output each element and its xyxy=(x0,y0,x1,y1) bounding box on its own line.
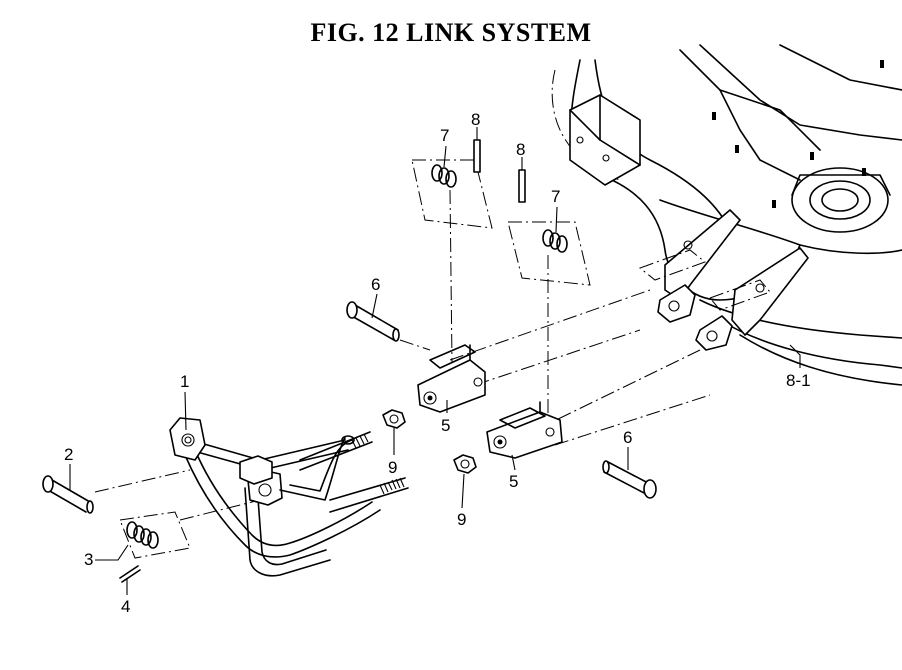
clevis-pin-upper xyxy=(346,301,400,342)
link-bracket-upper xyxy=(417,344,486,413)
callout-8-upper: 8 xyxy=(471,110,481,129)
callout-6-lower: 6 xyxy=(623,428,633,447)
callout-6-upper: 6 xyxy=(371,275,381,294)
callout-9-lower: 9 xyxy=(457,510,467,529)
roll-pin-upper xyxy=(473,139,481,173)
cotter-pin xyxy=(119,565,141,583)
roll-pin-lower xyxy=(518,169,526,203)
callout-3: 3 xyxy=(84,550,94,569)
spring-lower xyxy=(507,221,591,286)
callout-5-upper: 5 xyxy=(441,416,451,435)
callout-7-lower: 7 xyxy=(551,187,561,206)
assembly-centerlines xyxy=(94,189,711,521)
nut-upper xyxy=(382,409,406,429)
callout-8-lower: 8 xyxy=(516,140,526,159)
callout-1: 1 xyxy=(180,372,190,391)
callout-4: 4 xyxy=(121,597,131,616)
spring-left xyxy=(119,511,191,559)
callout-7-upper: 7 xyxy=(440,126,450,145)
callout-8-1: 8-1 xyxy=(786,371,811,390)
figure-title: FIG. 12 LINK SYSTEM xyxy=(310,18,592,47)
callout-leaders xyxy=(69,127,801,595)
link-bracket-lower xyxy=(486,401,563,459)
callout-2: 2 xyxy=(64,445,74,464)
nut-lower xyxy=(453,454,477,474)
clevis-pin-lower xyxy=(602,460,657,499)
spring-upper xyxy=(411,159,493,229)
callout-9-upper: 9 xyxy=(388,458,398,477)
deck-frame xyxy=(551,44,902,386)
callout-5-lower: 5 xyxy=(509,472,519,491)
link-frame xyxy=(169,417,409,577)
clevis-pin-left xyxy=(42,475,94,514)
